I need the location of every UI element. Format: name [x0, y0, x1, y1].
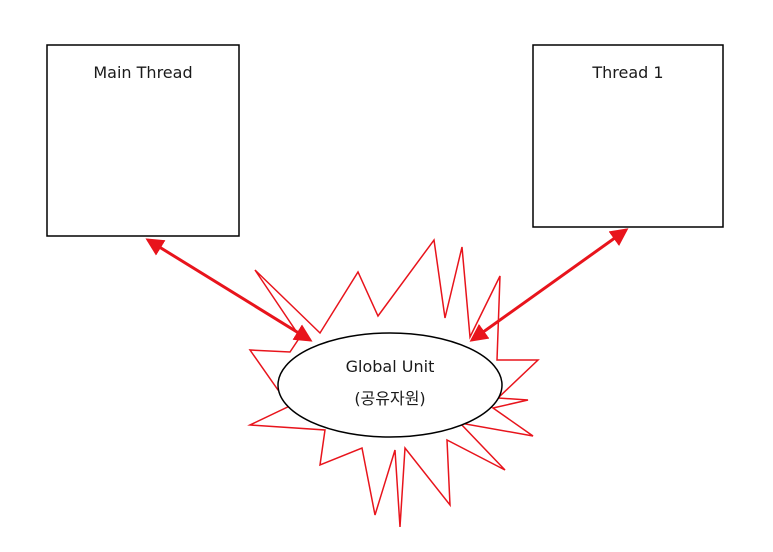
global-unit-label: Global Unit [346, 357, 435, 376]
global-unit-sublabel: (공유자원) [354, 389, 425, 408]
thread-1-rect [532, 44, 724, 228]
arrow-main-thread-global-unit [145, 238, 313, 342]
thread-1-label: Thread 1 [591, 63, 663, 82]
thread-1-box: Thread 1 [532, 44, 724, 228]
global-unit-node: Global Unit (공유자원) [277, 332, 503, 438]
main-thread-label: Main Thread [93, 63, 192, 82]
arrow-thread-1-global-unit [469, 228, 629, 342]
main-thread-rect [46, 44, 240, 237]
main-thread-box: Main Thread [46, 44, 240, 237]
global-unit-ellipse [277, 332, 503, 438]
